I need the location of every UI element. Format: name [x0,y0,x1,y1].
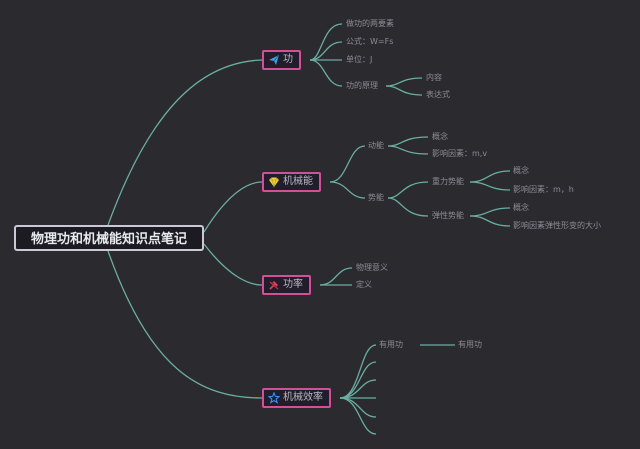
leaf-work-formula[interactable]: 公式：W=Fs [346,37,394,46]
leaf-work-unit[interactable]: 单位：J [346,55,373,64]
branch-energy[interactable]: 机械能 [262,172,321,192]
leaf-principle-expression[interactable]: 表达式 [426,90,450,99]
branch-efficiency[interactable]: 机械效率 [262,388,331,408]
branch-work[interactable]: 功 [262,50,301,70]
leaf-kinetic-factors[interactable]: 影响因素：m,v [432,149,488,158]
root-node[interactable]: 物理功和机械能知识点笔记 [14,225,204,251]
leaf-kinetic-concept[interactable]: 概念 [432,132,448,141]
leaf-gravity-concept[interactable]: 概念 [513,166,529,175]
leaf-efficiency-item[interactable]: 有用功 [379,340,403,349]
branch-work-label: 功 [283,54,293,65]
star-icon [268,392,280,404]
leaf-power-meaning[interactable]: 物理意义 [356,263,388,272]
hammer-icon [269,281,279,290]
branch-power-label: 功率 [283,279,303,290]
paper-plane-icon [269,54,280,65]
branch-power[interactable]: 功率 [262,275,311,295]
leaf-gravity-factors[interactable]: 影响因素：m，h [513,185,574,194]
leaf-gravity[interactable]: 重力势能 [432,177,464,186]
leaf-principle-content[interactable]: 内容 [426,73,442,82]
leaf-power-definition[interactable]: 定义 [356,280,372,289]
branch-energy-label: 机械能 [283,176,313,187]
leaf-potential[interactable]: 势能 [368,193,384,202]
leaf-efficiency-child[interactable]: 有用功 [458,340,482,349]
diamond-icon [269,177,279,188]
leaf-work-principle[interactable]: 功的原理 [346,81,378,90]
leaf-elastic-concept[interactable]: 概念 [513,203,529,212]
leaf-work-elements[interactable]: 做功的两要素 [346,19,394,28]
leaf-elastic-factors[interactable]: 影响因素弹性形变的大小 [513,221,601,230]
leaf-elastic[interactable]: 弹性势能 [432,211,464,220]
branch-efficiency-label: 机械效率 [283,392,323,403]
leaf-kinetic[interactable]: 动能 [368,141,384,150]
